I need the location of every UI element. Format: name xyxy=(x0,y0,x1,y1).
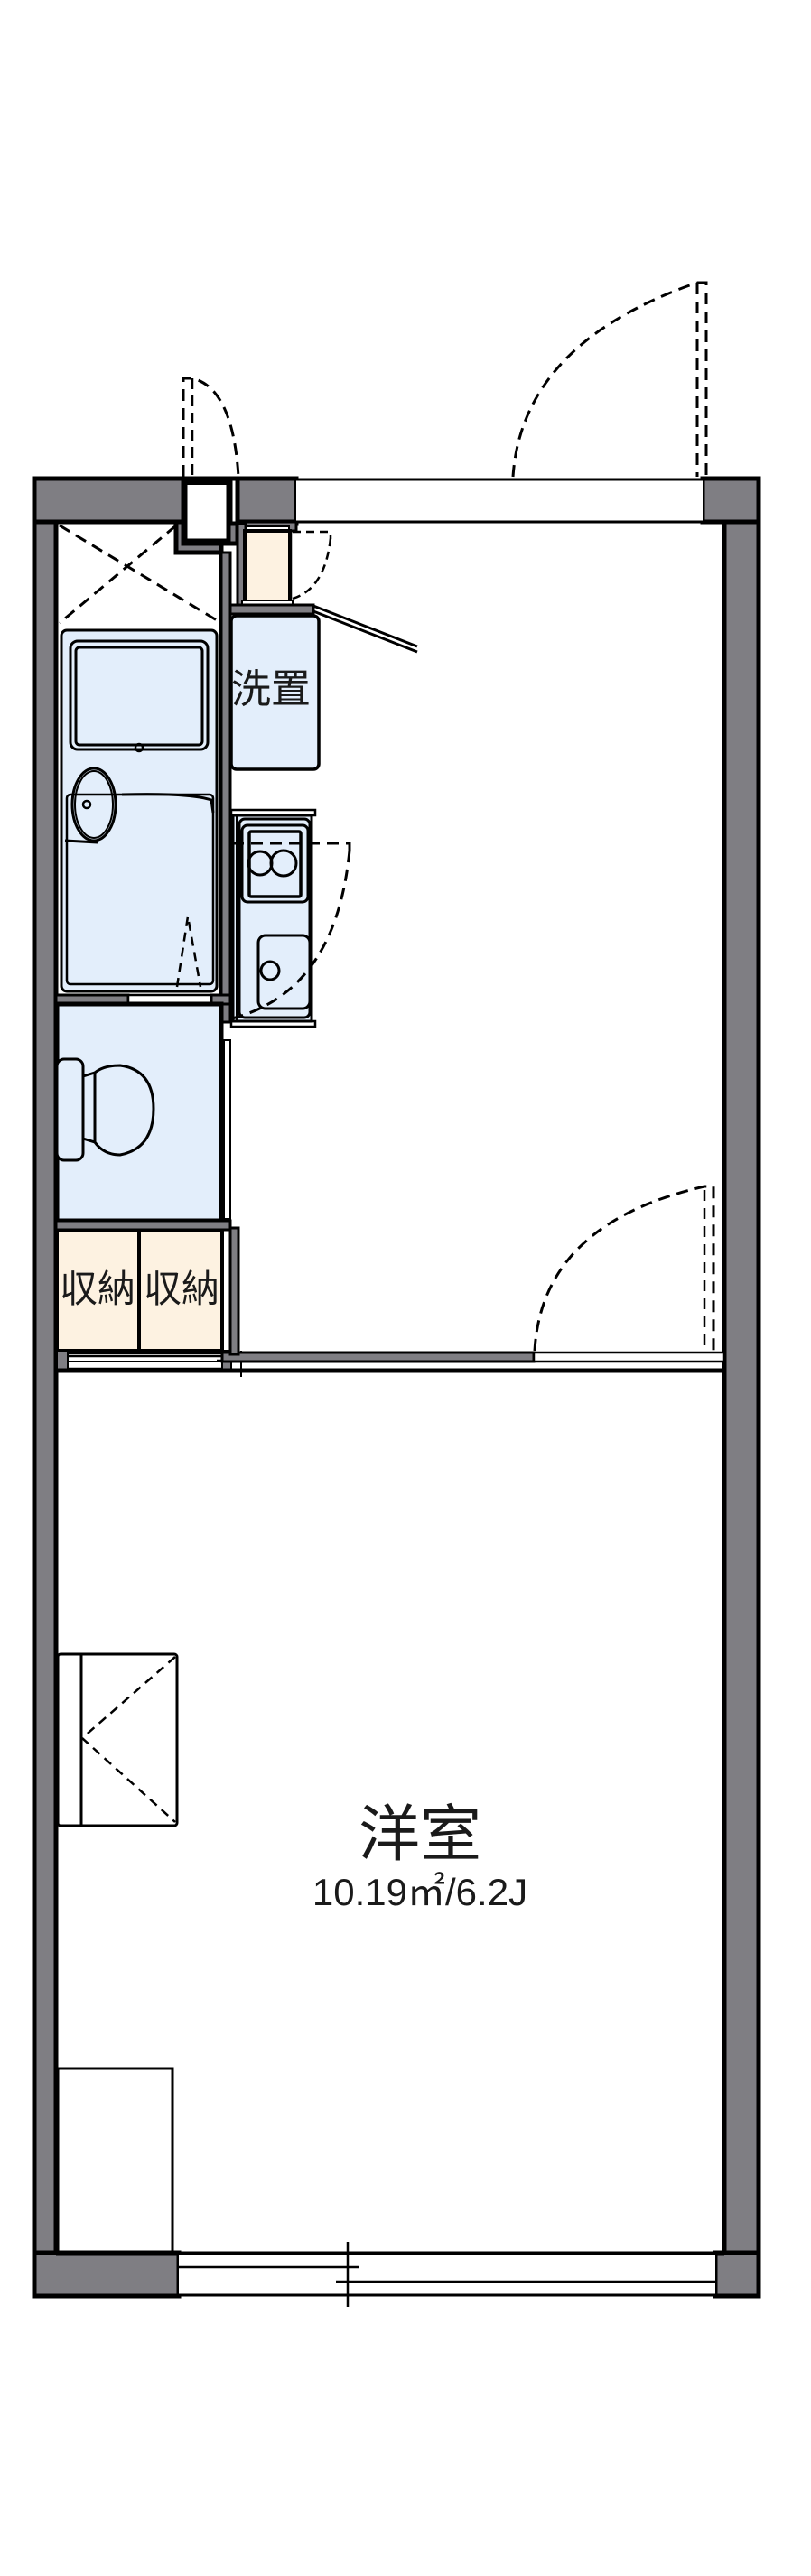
partition-bath-hall xyxy=(219,551,232,1024)
entry-opening xyxy=(296,479,703,522)
toilet-door[interactable] xyxy=(223,1039,231,1220)
balcony-window[interactable] xyxy=(179,2242,715,2307)
wall-right xyxy=(722,476,761,2299)
main-room-label: 洋室 xyxy=(359,1799,481,1871)
room-door-frame xyxy=(532,1351,726,1363)
storage-left xyxy=(55,1229,141,1353)
entry-door-swing xyxy=(511,281,698,478)
wall-left xyxy=(32,476,59,2299)
storage-right xyxy=(137,1229,224,1353)
sink-drain-icon xyxy=(259,960,281,981)
unit-bath xyxy=(60,628,219,993)
sink xyxy=(256,934,312,1010)
entry-door-leaf xyxy=(695,281,708,477)
drain-icon xyxy=(134,742,144,753)
toilet-room xyxy=(54,1001,224,1223)
door-niche xyxy=(182,479,231,544)
storage-closets: 収納 収納 xyxy=(55,1229,253,1377)
main-room-area: 10.19㎡/6.2J xyxy=(312,1871,527,1913)
shoe-cabinet xyxy=(236,520,332,607)
storage-left-label: 収納 xyxy=(60,1267,135,1311)
bath-vent-door-swing xyxy=(182,377,240,478)
storage-right-label: 収納 xyxy=(144,1267,219,1311)
hall-door-swing xyxy=(231,842,351,1020)
washer-label: 洗置 xyxy=(231,666,311,712)
wall-top-seg-1 xyxy=(32,476,186,525)
angled-partition xyxy=(312,604,418,654)
washer-space: 洗置 xyxy=(229,614,321,771)
burner-icon xyxy=(269,849,298,878)
toilet-tank xyxy=(55,1057,85,1162)
wall-top-seg-3 xyxy=(700,476,761,525)
toilet-bowl xyxy=(93,1064,155,1157)
wardrobe xyxy=(56,1652,179,1827)
furniture-block xyxy=(56,2067,174,2255)
wall-top-seg-2 xyxy=(235,476,299,526)
